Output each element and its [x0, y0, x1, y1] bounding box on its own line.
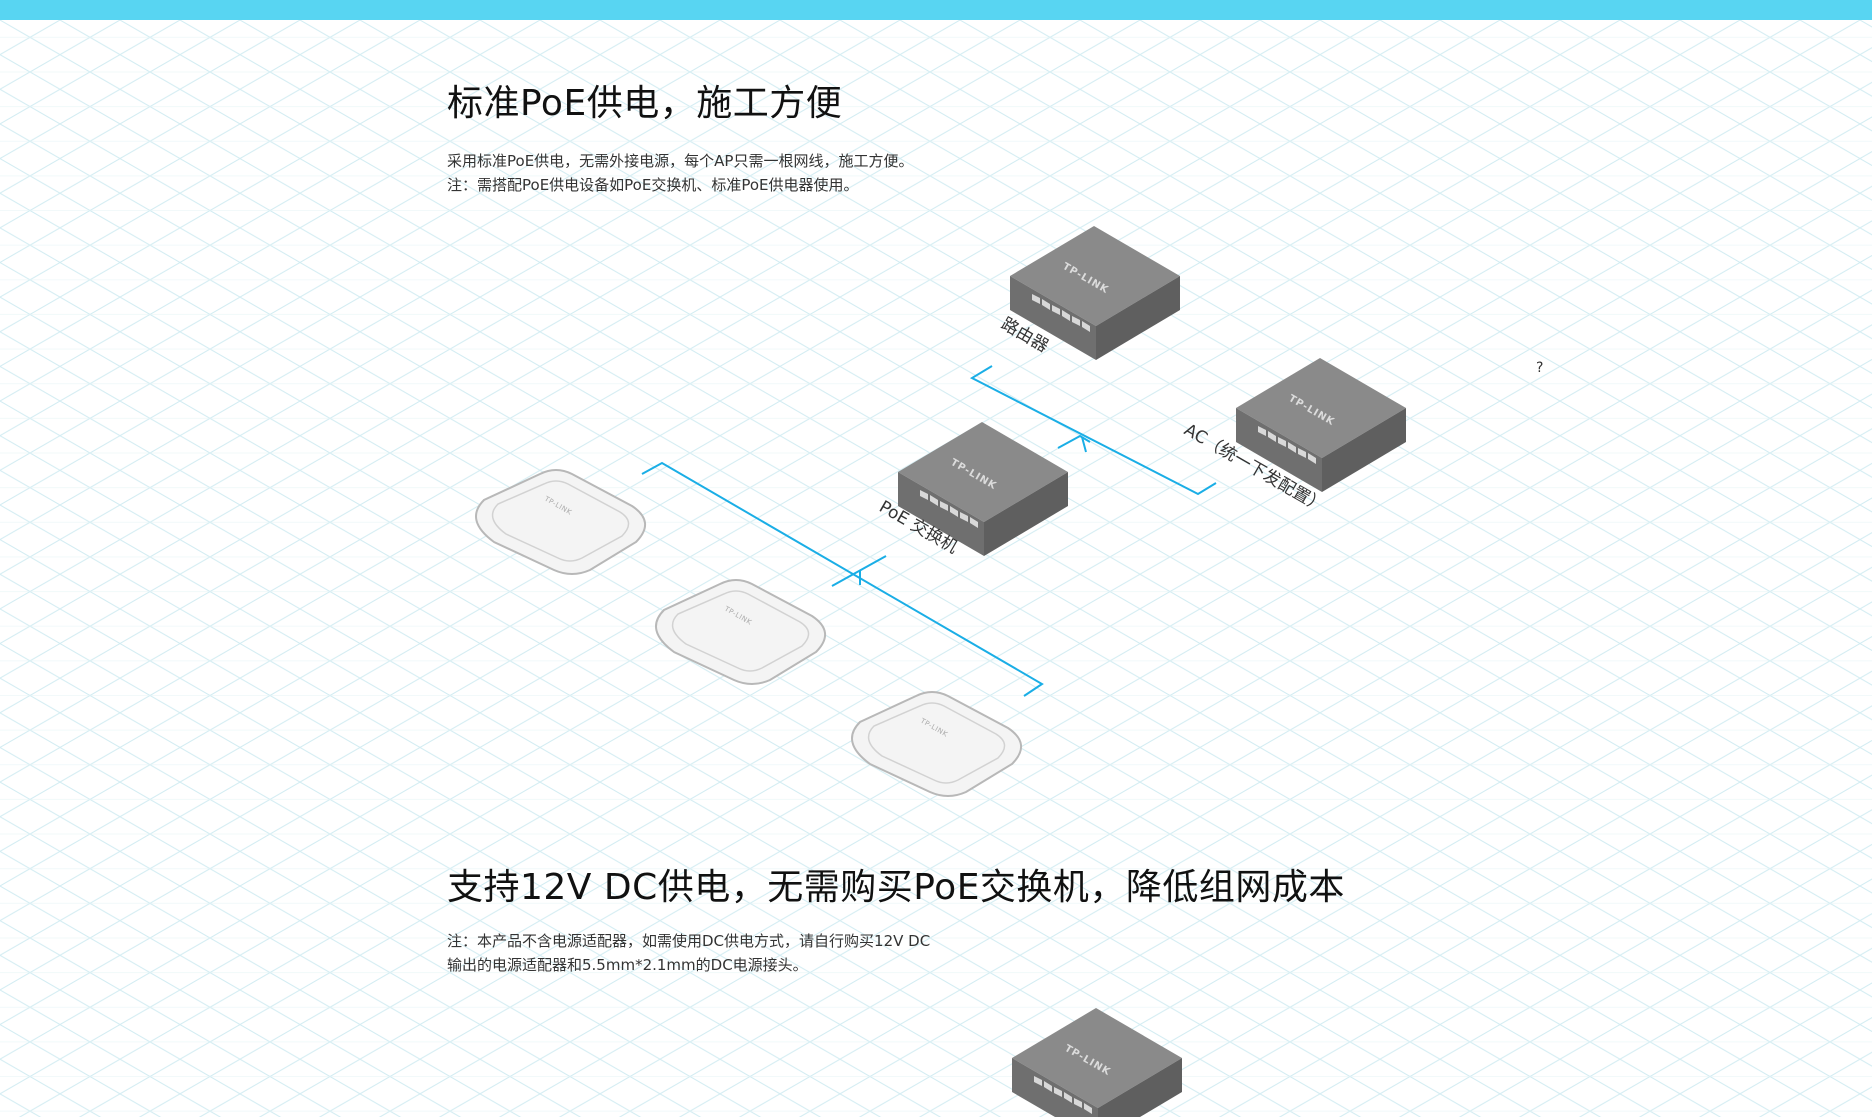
section2-description: 注：本产品不含电源适配器，如需使用DC供电方式，请自行购买12V DC 输出的电…: [447, 929, 967, 977]
top-accent-bar: [0, 0, 1872, 20]
question-mark-text: ?: [1536, 360, 1544, 376]
section1-title: 标准PoE供电，施工方便: [447, 83, 843, 124]
section1-desc-line2: 注：需搭配PoE供电设备如PoE交换机、标准PoE供电器使用。: [447, 176, 859, 194]
section2-title: 支持12V DC供电，无需购买PoE交换机，降低组网成本: [447, 867, 1345, 908]
access-point-2: TP-LINK: [655, 579, 827, 685]
section2-desc-line1: 注：本产品不含电源适配器，如需使用DC供电方式，请自行购买12V DC: [447, 932, 931, 950]
poe-switch-device: TP-LINK: [898, 422, 1068, 556]
router-device: TP-LINK: [1010, 226, 1180, 360]
ap-connection: [641, 461, 1044, 697]
access-point-3: TP-LINK: [851, 691, 1023, 797]
uplink-connection: [969, 365, 1217, 496]
section2-router-device: TP-LINK: [1012, 1008, 1182, 1117]
section1-desc-line1: 采用标准PoE供电，无需外接电源，每个AP只需一根网线，施工方便。: [447, 152, 914, 170]
isometric-grid-background: [0, 20, 1872, 1117]
section1-description: 采用标准PoE供电，无需外接电源，每个AP只需一根网线，施工方便。 注：需搭配P…: [447, 149, 913, 197]
ac-device: TP-LINK: [1236, 358, 1406, 492]
access-point-1: TP-LINK: [475, 469, 647, 575]
section2-desc-line2: 输出的电源适配器和5.5mm*2.1mm的DC电源接头。: [447, 956, 808, 974]
